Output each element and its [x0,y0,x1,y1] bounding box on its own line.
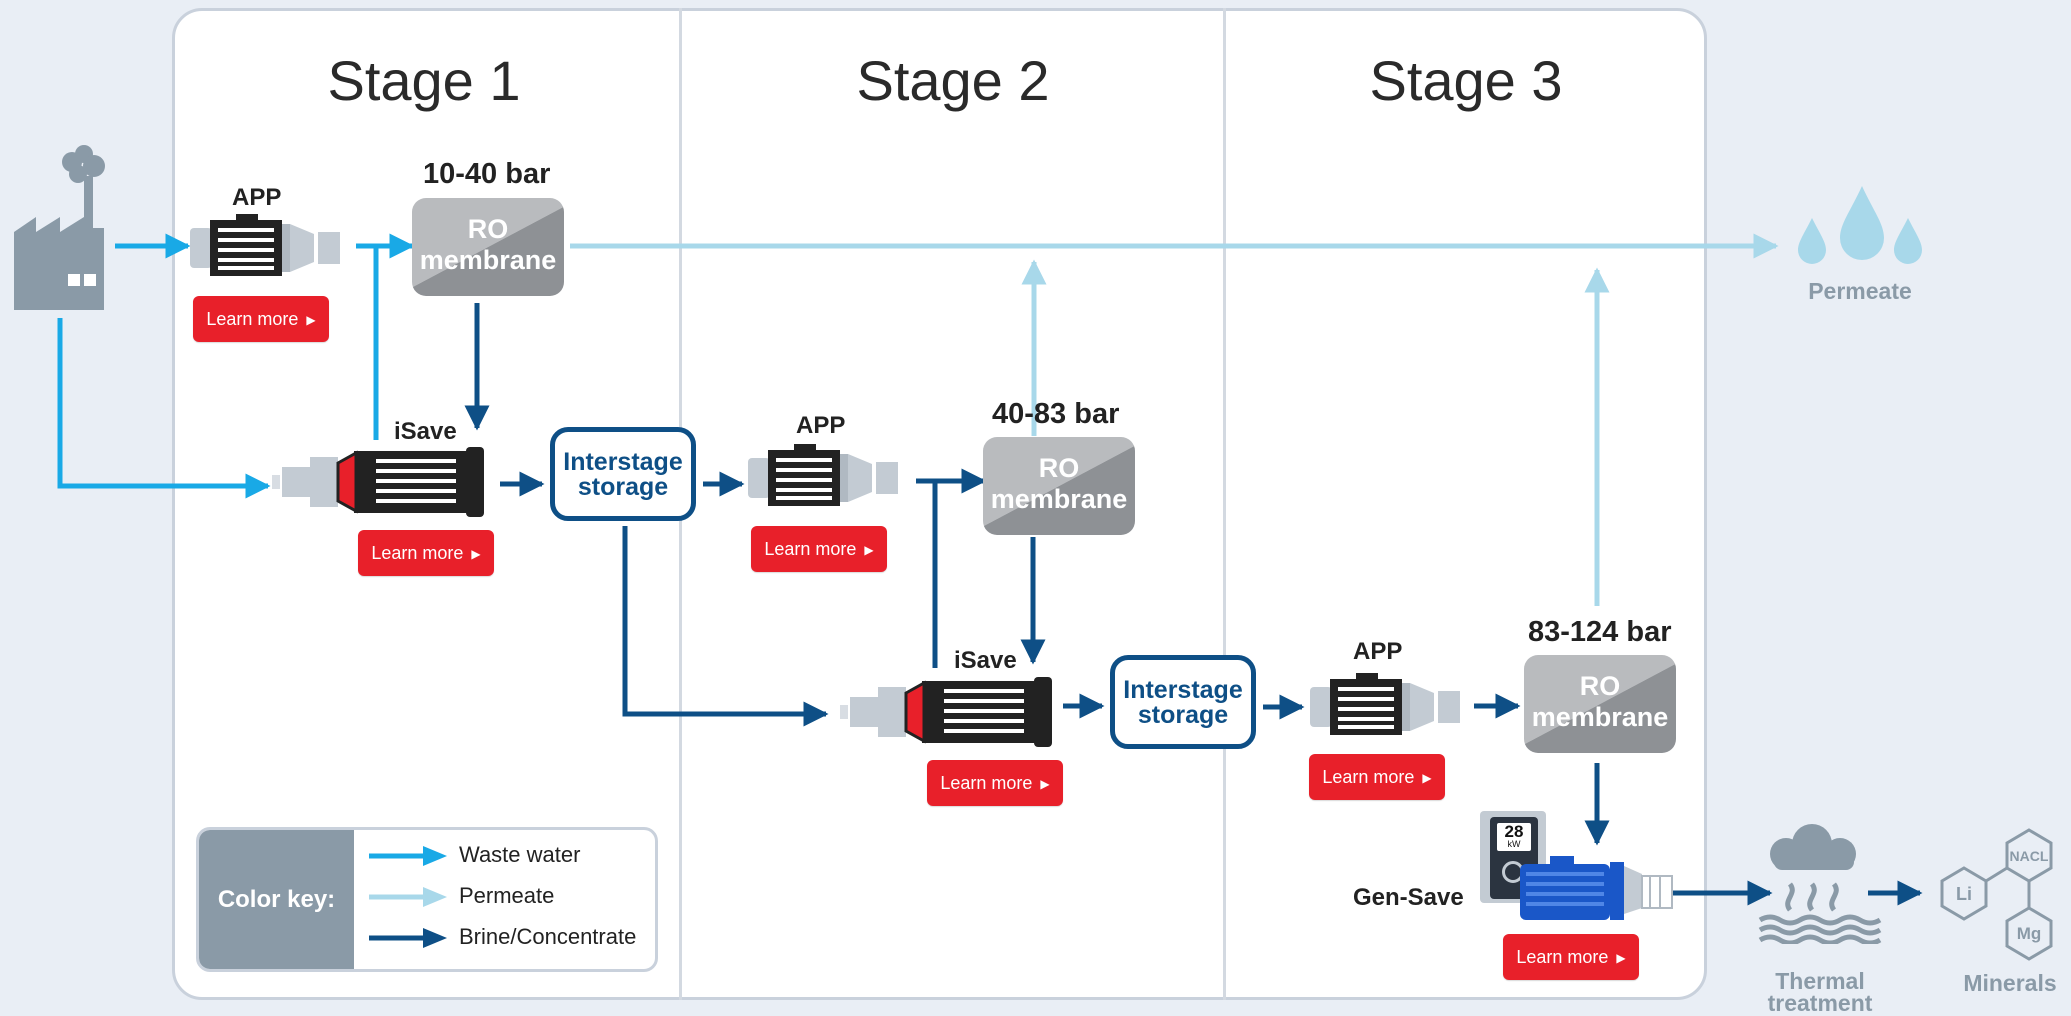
learn-more-label: Learn more [206,309,299,329]
permeate-output-label: Permeate [1808,278,1912,304]
play-icon: ▶ [471,547,481,561]
play-icon: ▶ [864,543,874,557]
learn-more-button[interactable]: Learn more ▶ [927,760,1063,806]
isave-pump-icon[interactable] [272,447,494,517]
drive-unit-icon[interactable]: 28 kW [1480,811,1546,903]
ro-membrane-label: membrane [990,484,1128,514]
app-pump-icon[interactable] [748,444,913,512]
stage-2-title: Stage 2 [856,49,1050,112]
learn-more-button[interactable]: Learn more ▶ [358,530,494,576]
storage-label: Interstage [1123,676,1243,704]
app-pump-label: APP [1353,638,1403,665]
legend-item-brine: Brine/Concentrate [367,924,636,950]
permeate-arrow-icon [369,887,447,908]
mineral-li-text: Li [1956,884,1972,904]
thermal-label-line: treatment [1767,990,1873,1016]
play-icon: ▶ [306,313,316,327]
isave-pump-label: iSave [954,647,1017,674]
storage-label: Interstage [563,448,683,476]
storage-label: storage [1137,701,1229,729]
legend-item-waste-water: Waste water [367,842,580,868]
minerals-label: Minerals [1963,970,2057,996]
membrane-2-pressure: 40-83 bar [992,398,1120,430]
waste-water-arrow-icon [369,846,447,867]
membrane-1-pressure: 10-40 bar [423,158,551,190]
stage-3-title: Stage 3 [1369,49,1563,112]
storage-label: storage [577,473,669,501]
isave-pump-icon[interactable] [840,677,1062,747]
mineral-mg-text: Mg [2017,924,2042,943]
stage-1-title: Stage 1 [327,49,521,112]
brine-arrow-icon [369,928,447,949]
ro-membrane-label: RO [467,214,509,244]
learn-more-label: Learn more [940,773,1033,793]
brine-arrow [622,526,829,727]
stage-divider [1223,8,1226,1000]
learn-more-button[interactable]: Learn more ▶ [1503,934,1639,980]
ro-membrane-label: membrane [1531,702,1669,732]
legend-label: Brine/Concentrate [459,924,637,949]
factory-icon [14,145,105,310]
thermal-label-line: Thermal [1775,968,1865,994]
ro-membrane-label: RO [1579,671,1621,701]
water-drops-icon [1798,186,1922,264]
thermal-treatment-icon [1758,824,1882,944]
waste-water-arrow [57,318,271,499]
legend-item-permeate: Permeate [367,883,554,909]
gensave-label: Gen-Save [1353,884,1464,911]
isave-pump-label: iSave [394,418,457,445]
app-pump-label: APP [796,412,846,439]
drive-display-unit: kW [1507,839,1521,849]
mineral-nacl-text: NACL [2010,848,2049,864]
app-pump-icon[interactable] [190,214,355,282]
learn-more-button[interactable]: Learn more ▶ [1309,754,1445,800]
ro-membrane-label: RO [1038,453,1080,483]
app-pump-label: APP [232,184,282,211]
color-key-legend: Color key: Waste water Permeate Brine/Co… [196,827,658,972]
learn-more-button[interactable]: Learn more ▶ [751,526,887,572]
learn-more-label: Learn more [1322,767,1415,787]
play-icon: ▶ [1040,777,1050,791]
legend-label: Permeate [459,883,555,908]
learn-more-label: Learn more [764,539,857,559]
learn-more-label: Learn more [371,543,464,563]
membrane-3-pressure: 83-124 bar [1528,616,1672,648]
ro-membrane-label: membrane [419,245,557,275]
minerals-icon: Li NACL Mg [1940,828,2053,961]
play-icon: ▶ [1616,951,1626,965]
learn-more-label: Learn more [1516,947,1609,967]
drive-display: 28 kW [1497,823,1531,851]
app-pump-icon[interactable] [1310,673,1475,741]
drive-display-value: 28 [1504,822,1524,841]
gensave-generator-icon[interactable] [1520,856,1692,924]
play-icon: ▶ [1422,771,1432,785]
learn-more-button[interactable]: Learn more ▶ [193,296,329,342]
legend-label: Waste water [459,842,581,867]
legend-title: Color key: [199,830,354,969]
